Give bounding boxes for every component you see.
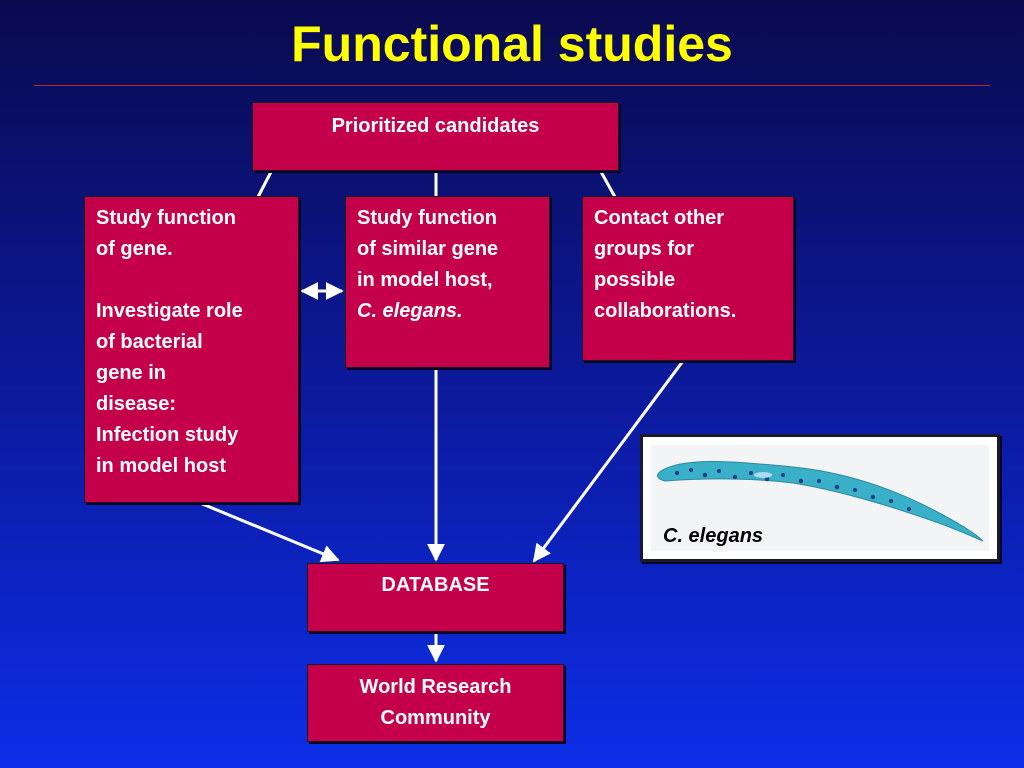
database-box: DATABASE [307, 563, 564, 632]
prioritized-candidates-box: Prioritized candidates [252, 102, 619, 171]
prioritized-candidates-label: Prioritized candidates [331, 115, 540, 137]
similar-gene-line: in model host, [357, 269, 493, 291]
contact-line: groups for [594, 238, 694, 260]
similar-gene-box: Study function of similar gene in model … [345, 196, 550, 368]
contact-line: Contact other [594, 207, 724, 229]
study-gene-line: of bacterial [96, 331, 203, 353]
study-gene-line: Study function [96, 207, 236, 229]
arrow-study-gene-to-database [199, 501, 340, 563]
slide-title: Functional studies [291, 16, 733, 72]
c-elegans-photo: C. elegans [640, 434, 1000, 562]
study-gene-line: gene in [96, 362, 167, 384]
world-research-line: Community [380, 707, 491, 729]
similar-gene-line: Study function [357, 207, 497, 229]
study-gene-line: in model host [96, 455, 226, 477]
title-divider [34, 85, 990, 86]
contact-line: collaborations. [594, 300, 737, 322]
study-gene-line: Investigate role [96, 300, 243, 322]
study-gene-line: disease: [96, 393, 177, 415]
study-gene-line: of gene. [96, 238, 173, 260]
world-research-box: World Research Community [307, 664, 564, 742]
connector-prioritized-to-study-gene [256, 169, 274, 198]
database-label: DATABASE [381, 574, 490, 596]
connector-prioritized-to-contact [598, 169, 617, 198]
arrow-contact-to-database [532, 360, 685, 563]
contact-groups-box: Contact other groups for possible collab… [582, 196, 794, 361]
similar-gene-species: C. elegans. [357, 300, 463, 322]
study-gene-line: Infection study [96, 424, 239, 446]
study-gene-box: Study function of gene. Investigate role… [84, 196, 299, 503]
c-elegans-worm-icon [657, 461, 984, 542]
similar-gene-line: of similar gene [357, 238, 499, 260]
world-research-line: World Research [359, 676, 512, 698]
contact-line: possible [594, 269, 676, 291]
photo-caption: C. elegans [663, 525, 764, 547]
